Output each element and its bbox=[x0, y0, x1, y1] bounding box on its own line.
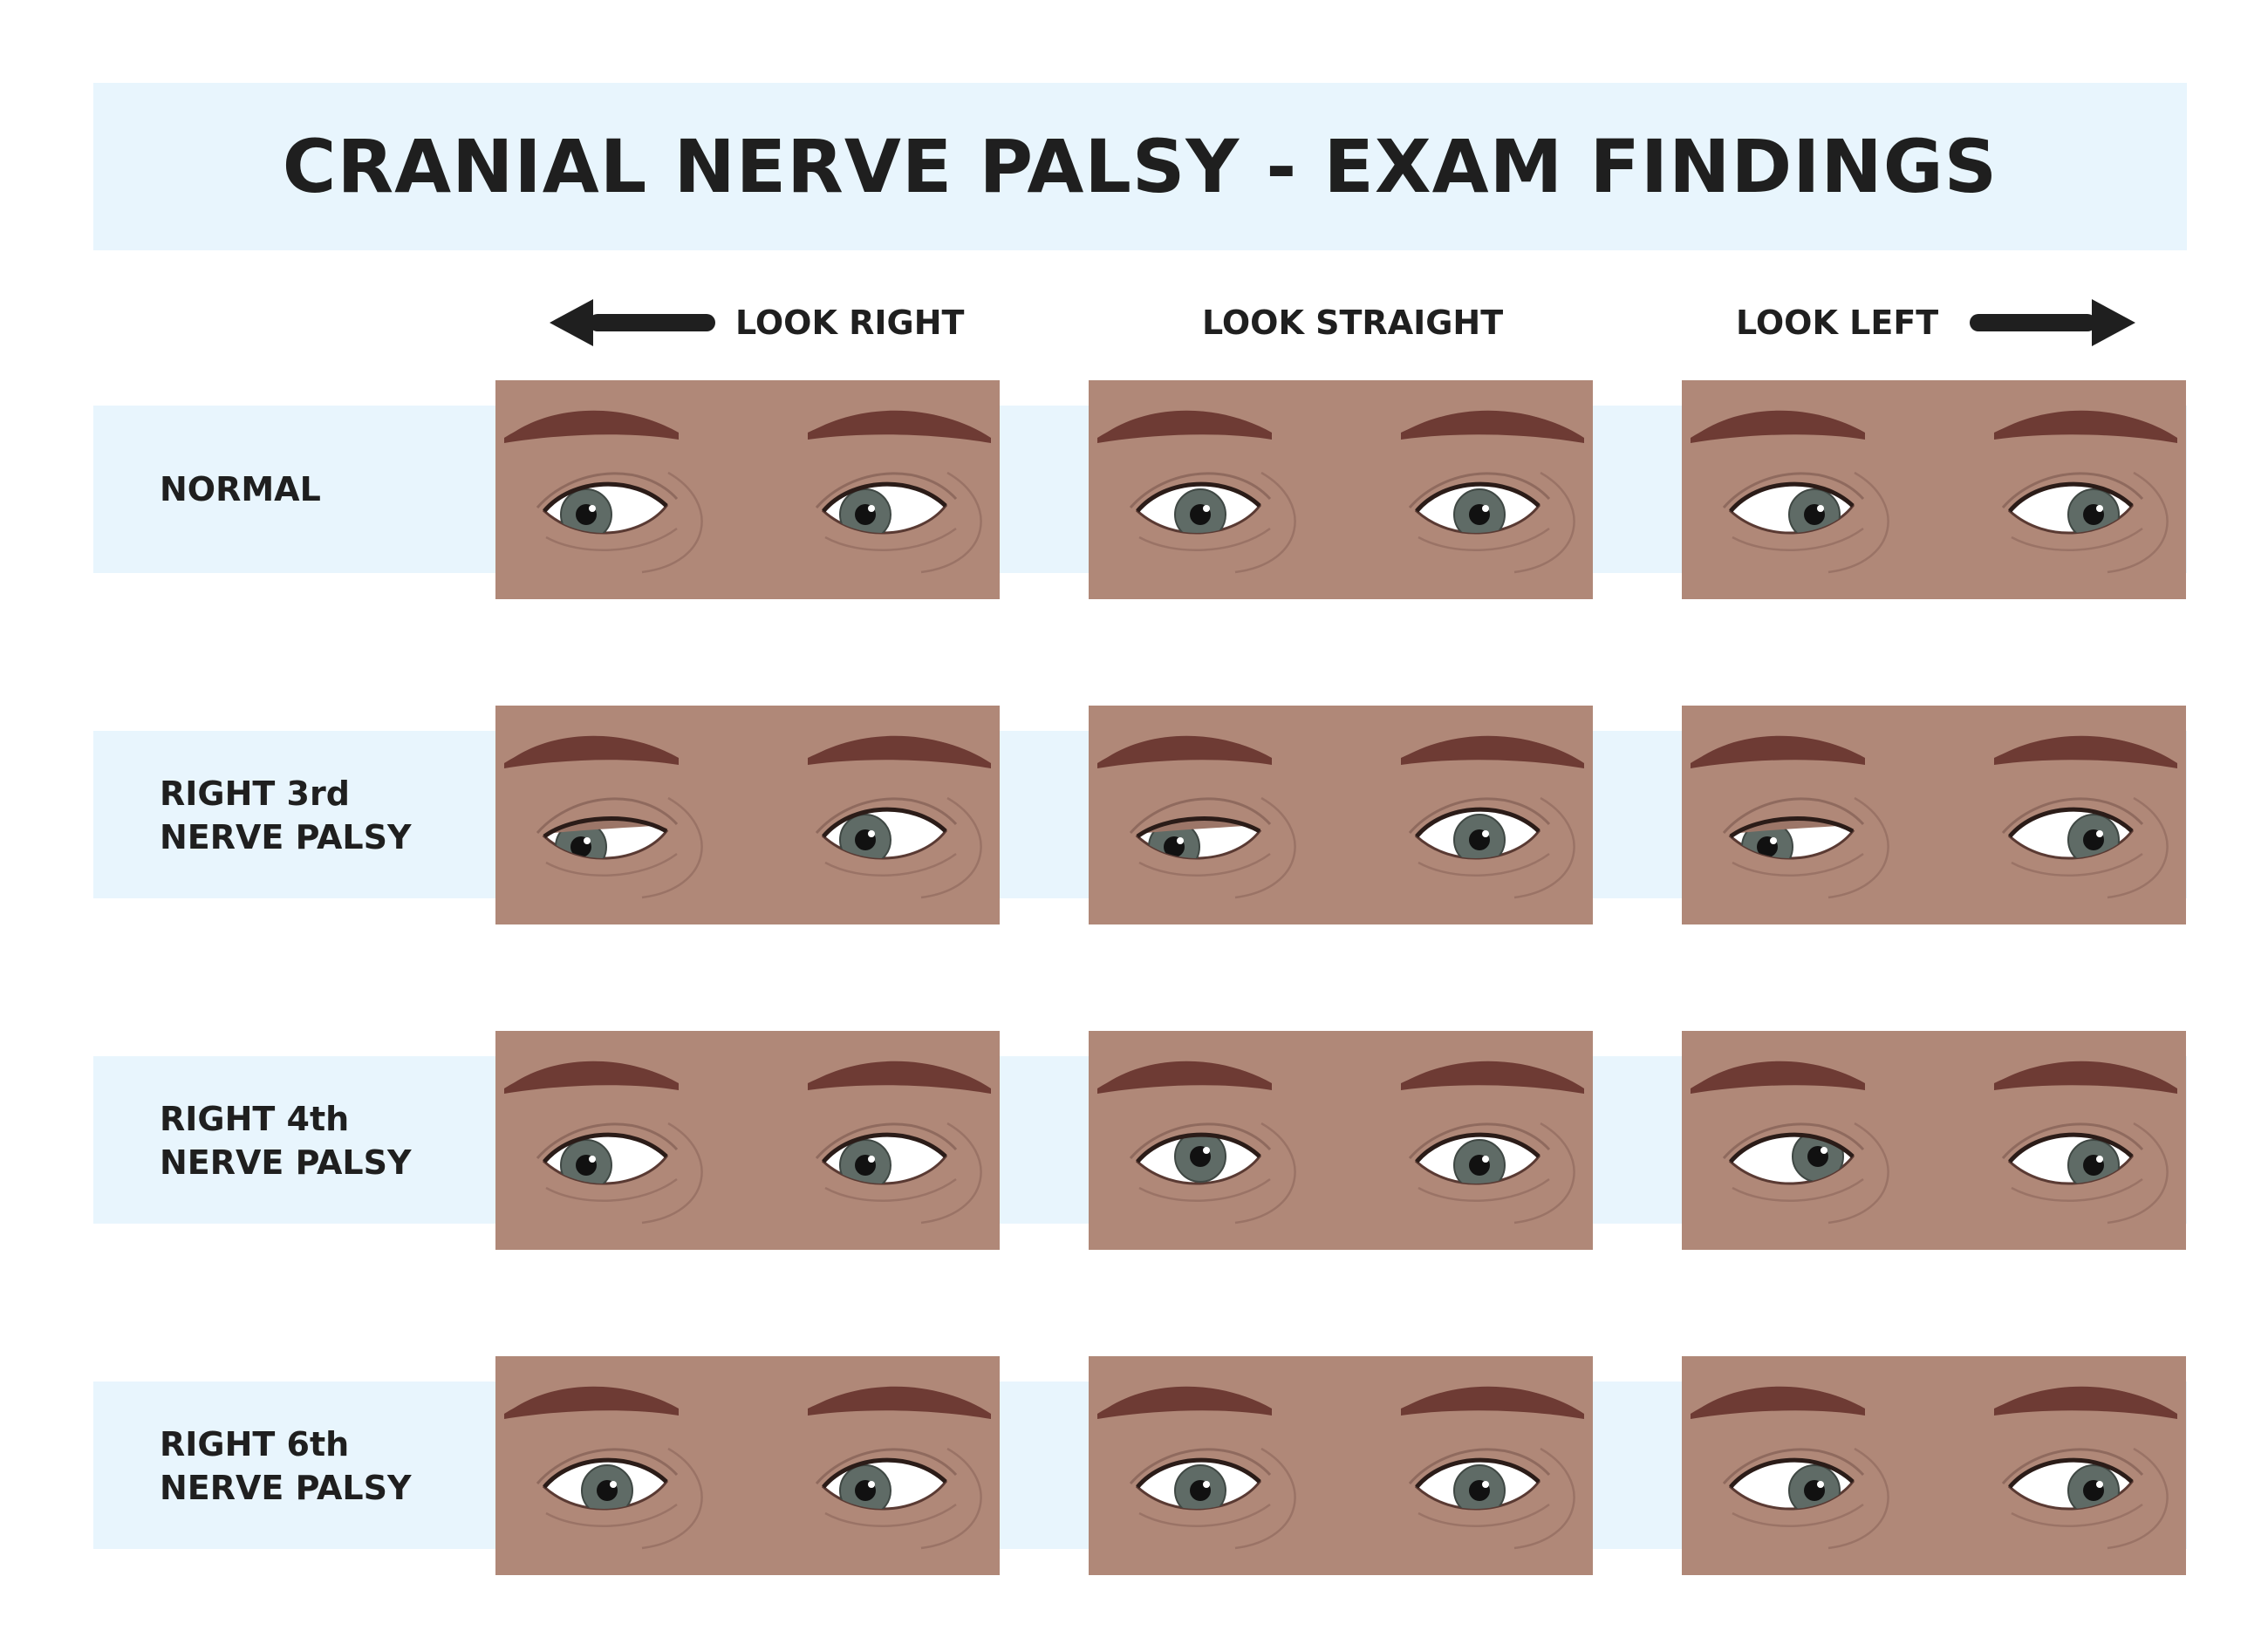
eyes-illustration bbox=[1089, 1031, 1593, 1250]
eyes-illustration bbox=[1089, 1356, 1593, 1575]
eye-panel bbox=[1682, 1031, 2186, 1250]
eye-panel bbox=[495, 380, 1000, 599]
eyes-illustration bbox=[1682, 380, 2186, 599]
eyes-illustration bbox=[1089, 380, 1593, 599]
eye-panel bbox=[1089, 706, 1593, 924]
arrow-right-icon bbox=[1970, 299, 2135, 346]
title-band: CRANIAL NERVE PALSY - EXAM FINDINGS bbox=[93, 83, 2187, 250]
column-look-right: LOOK RIGHT bbox=[735, 304, 965, 342]
eye-panel bbox=[1089, 1031, 1593, 1250]
eyes-illustration bbox=[495, 1356, 1000, 1575]
eyes-illustration bbox=[1682, 1356, 2186, 1575]
eye-panel bbox=[1682, 706, 2186, 924]
eye-panel bbox=[1089, 1356, 1593, 1575]
row-label-6th-nerve-palsy: RIGHT 6th NERVE PALSY bbox=[160, 1425, 412, 1507]
row-label-4th-nerve-palsy: RIGHT 4th NERVE PALSY bbox=[160, 1100, 412, 1182]
eyes-illustration bbox=[495, 380, 1000, 599]
eyes-illustration bbox=[495, 706, 1000, 924]
eye-panel bbox=[1682, 1356, 2186, 1575]
column-look-left: LOOK LEFT bbox=[1736, 304, 1939, 342]
arrow-left-icon bbox=[550, 299, 715, 346]
eye-panel bbox=[495, 1356, 1000, 1575]
eyes-illustration bbox=[1682, 1031, 2186, 1250]
eye-panel bbox=[495, 706, 1000, 924]
row-label-3rd-nerve-palsy: RIGHT 3rd NERVE PALSY bbox=[160, 774, 412, 856]
eyes-illustration bbox=[1682, 706, 2186, 924]
eye-panel bbox=[495, 1031, 1000, 1250]
column-look-straight: LOOK STRAIGHT bbox=[1202, 304, 1504, 342]
eyes-illustration bbox=[1089, 706, 1593, 924]
row-label-normal: NORMAL bbox=[160, 470, 321, 508]
page-title: CRANIAL NERVE PALSY - EXAM FINDINGS bbox=[282, 124, 1998, 209]
eye-panel bbox=[1682, 380, 2186, 599]
eye-panel bbox=[1089, 380, 1593, 599]
eyes-illustration bbox=[495, 1031, 1000, 1250]
